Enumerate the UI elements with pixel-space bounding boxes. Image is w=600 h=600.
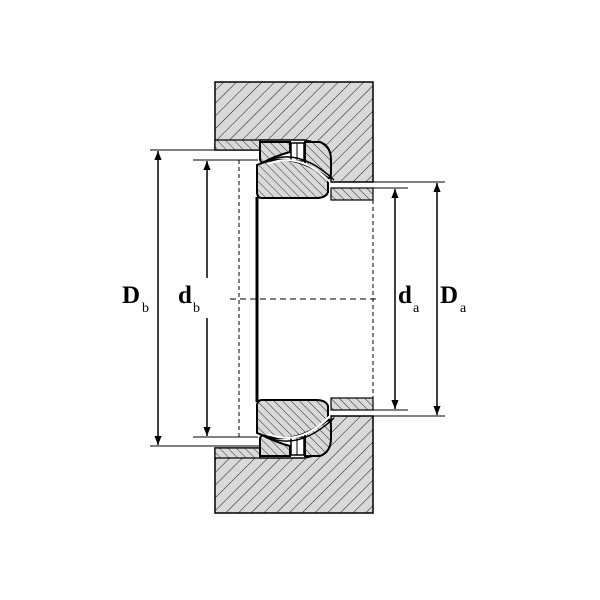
extension-lines: [150, 149, 445, 447]
label-Da-sub: a: [460, 301, 467, 316]
shaft-shoulder-top: [214, 139, 261, 151]
label-Db: D b: [118, 278, 156, 318]
label-da-main: d: [398, 282, 412, 309]
label-Db-sub: b: [142, 301, 149, 316]
label-db-main: d: [178, 282, 192, 309]
label-db: d b: [176, 278, 208, 318]
bearing-lower-section: [256, 399, 335, 457]
shaft-shoulder-bottom: [214, 447, 261, 459]
label-Db-main: D: [122, 282, 140, 309]
label-da: d a: [396, 278, 426, 318]
label-Da-main: D: [440, 282, 458, 309]
label-da-sub: a: [413, 301, 420, 316]
housing-shoulder-top: [330, 187, 374, 201]
label-Da: D a: [438, 278, 474, 318]
shaft: [230, 160, 380, 437]
label-db-sub: b: [193, 301, 200, 316]
housing: [214, 81, 374, 514]
sliding-layer-bottom: [264, 417, 335, 442]
sliding-layer-top: [264, 156, 335, 181]
bearing-upper-section: [256, 141, 335, 199]
housing-shoulder-bottom: [330, 397, 374, 411]
